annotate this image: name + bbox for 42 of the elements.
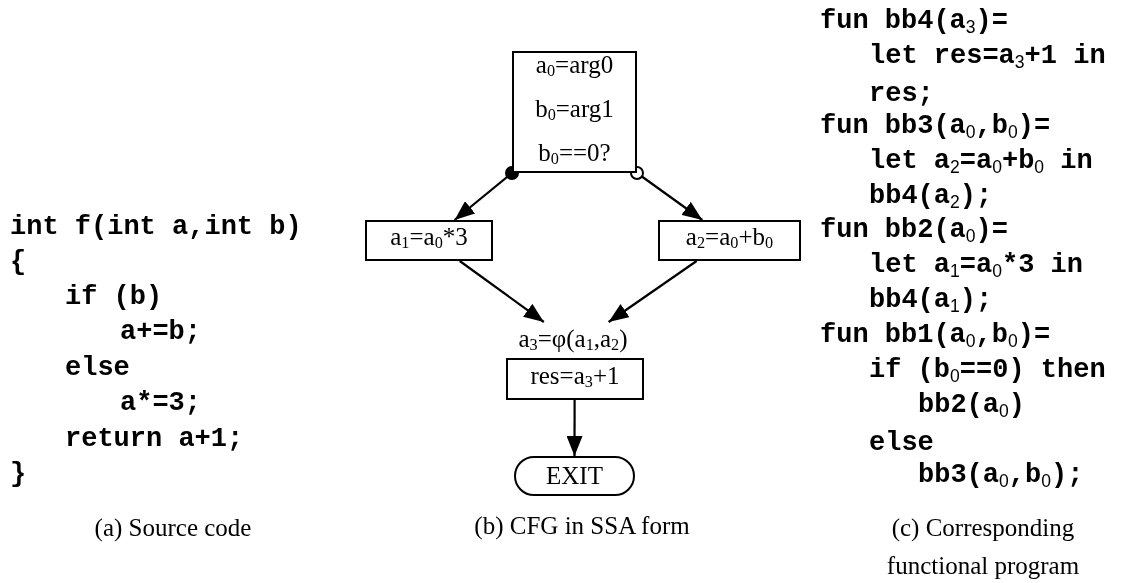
code-line: bb4(a$_{1}$); [869, 284, 993, 318]
code-line: fun bb3(a$_{0}$,b$_{0}$)= [820, 110, 1051, 144]
statement-text: a$_{3}$=φ(a$_{1}$,a$_{2}$) [517, 324, 629, 357]
terminal-text: EXIT [546, 461, 603, 491]
terminal-node [514, 456, 635, 496]
code-line: else [869, 426, 934, 459]
code-line: if (b) [65, 281, 163, 313]
code-line: a+=b; [120, 316, 201, 348]
code-line: fun bb4(a$_{3}$)= [820, 5, 1008, 39]
statement-text: res=a$_{3}$+1 [530, 360, 620, 394]
code-line: { [10, 246, 27, 278]
arrow [459, 260, 545, 323]
arrow [453, 166, 519, 221]
arrow [630, 166, 703, 221]
code-line: return a+1; [65, 423, 244, 455]
code-line: bb2(a$_{0}$) [918, 389, 1025, 423]
code-line: int f(int a,int b) [10, 211, 302, 243]
code-line: fun bb1(a$_{0}$,b$_{0}$)= [820, 319, 1051, 353]
code-line: if (b$_{0}$==0) then [869, 354, 1106, 388]
statement-text: b$_{0}$==0? [538, 138, 611, 171]
process-box [512, 51, 637, 173]
code-line: a*=3; [120, 387, 201, 419]
code-line: bb3(a$_{0}$,b$_{0}$); [918, 459, 1084, 493]
statement-text: a$_{1}$=a$_{0}$*3 [390, 222, 468, 255]
code-line: } [10, 458, 27, 490]
process-box [365, 220, 493, 261]
arrow [566, 400, 583, 456]
code-line: fun bb2(a$_{0}$)= [820, 214, 1008, 249]
caption: (a) Source code [93, 513, 253, 544]
code-line: else [65, 352, 130, 384]
caption: (b) CFG in SSA form [473, 511, 691, 542]
code-line: bb4(a$_{2}$); [869, 179, 993, 214]
arrow [608, 260, 698, 323]
code-line: let res=a$_{3}$+1 in [869, 40, 1106, 74]
caption: (c) Corresponding functional program [885, 513, 1081, 581]
statement-text: a$_{0}$=arg0 [535, 49, 614, 82]
statement-text: b$_{0}$=arg1 [535, 93, 614, 127]
code-line: let a$_{1}$=a$_{0}$*3 in [869, 249, 1083, 283]
process-box [658, 220, 801, 261]
statement-text: a$_{2}$=a$_{0}$+b$_{0}$ [685, 222, 774, 255]
code-line: res; [869, 77, 934, 110]
code-line: let a$_{2}$=a$_{0}$+b$_{0}$ in [869, 144, 1093, 179]
